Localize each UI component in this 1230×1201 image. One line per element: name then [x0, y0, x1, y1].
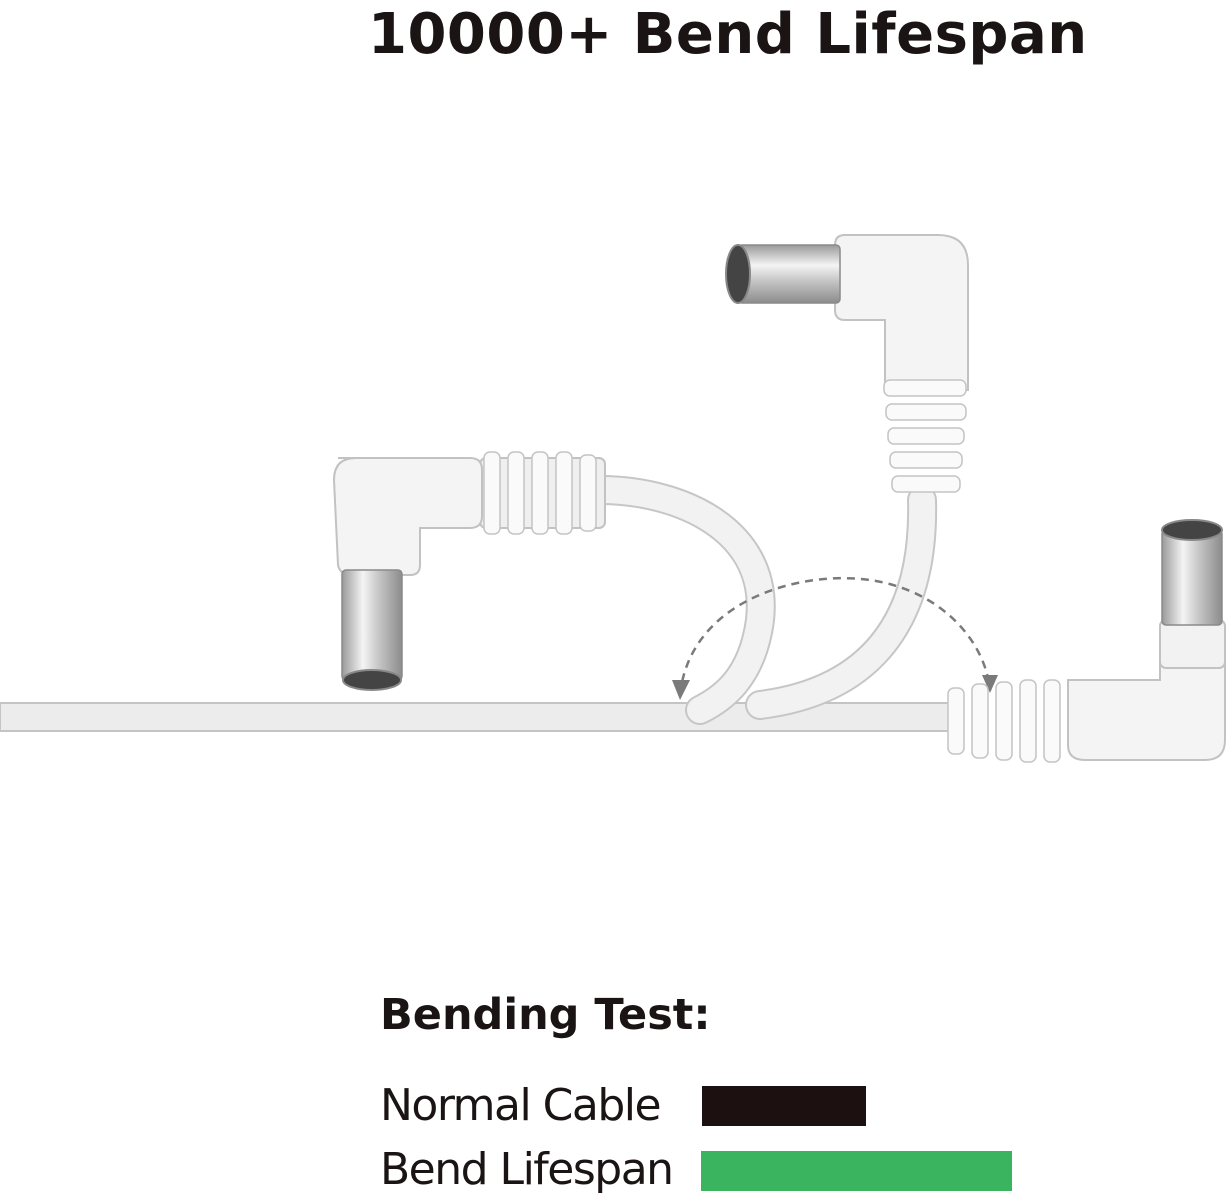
legend-bar-bend-lifespan — [701, 1151, 1012, 1191]
legend-bar-normal-cable — [702, 1086, 866, 1126]
legend-row-bend-lifespan: Bend Lifespan — [380, 1140, 1020, 1200]
top-dc-connector — [725, 234, 969, 493]
bend-arrow-icon — [672, 576, 998, 700]
left-dc-connector — [332, 451, 606, 691]
legend-row-normal-cable: Normal Cable — [380, 1076, 880, 1136]
left-curved-cable — [585, 475, 776, 725]
legend-label: Bend Lifespan — [380, 1144, 674, 1195]
top-curved-cable — [745, 485, 938, 720]
legend-label: Normal Cable — [380, 1080, 662, 1131]
headline-text: 10000+ Bend Lifespan — [368, 2, 1088, 67]
headline: 10000+ Bend Lifespan — [0, 0, 1230, 70]
bending-test-title: Bending Test: — [380, 990, 711, 1040]
right-dc-connector — [947, 519, 1226, 763]
